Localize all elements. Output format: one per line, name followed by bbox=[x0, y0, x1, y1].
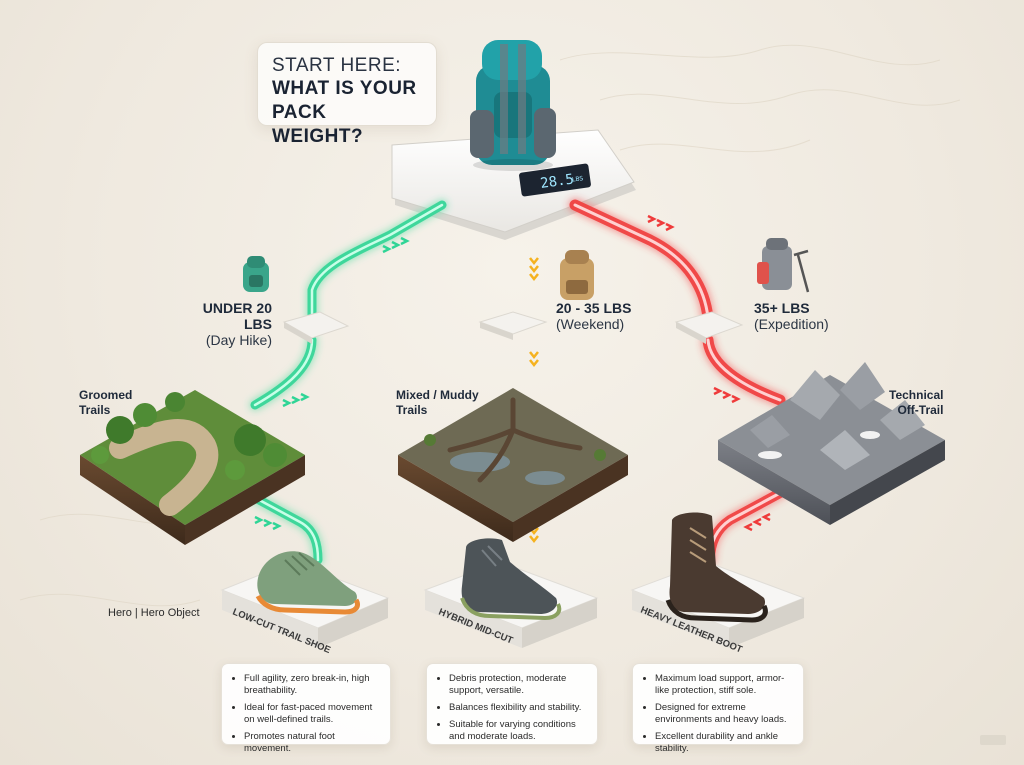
title-line-2: WHAT IS YOUR bbox=[272, 78, 417, 99]
bullet-item: Designed for extreme environments and he… bbox=[655, 702, 793, 726]
medium-backpack-icon bbox=[560, 250, 594, 300]
description-card-leather-boot: Maximum load support, armor-like protect… bbox=[632, 663, 804, 754]
low-cut-trail-shoe-icon bbox=[255, 551, 360, 615]
groomed-trail-terrain bbox=[80, 390, 305, 545]
description-card-low-cut: Full agility, zero break-in, high breath… bbox=[221, 663, 391, 754]
trip-type: (Weekend) bbox=[556, 316, 625, 332]
title-line-3: PACK WEIGHT? bbox=[272, 102, 364, 147]
small-backpack-icon bbox=[243, 256, 269, 292]
weight-label-under-20: UNDER 20 LBS (Day Hike) bbox=[176, 300, 272, 348]
scale-unit: LBS bbox=[572, 175, 584, 184]
expedition-backpack-icon bbox=[757, 238, 810, 293]
terrain-label-mixed: Mixed / Muddy Trails bbox=[396, 388, 479, 417]
muddy-trail-terrain bbox=[398, 388, 628, 542]
title-line-1: START HERE: bbox=[272, 55, 402, 76]
weight-label-20-35: 20 - 35 LBS (Weekend) bbox=[556, 300, 631, 332]
bullet-item: Full agility, zero break-in, high breath… bbox=[244, 673, 380, 697]
trip-type: (Expedition) bbox=[754, 316, 829, 332]
bullet-item: Promotes natural foot movement. bbox=[244, 731, 380, 755]
scale-readout: 28.5 bbox=[539, 171, 575, 192]
weight-heading: UNDER 20 LBS bbox=[202, 300, 272, 332]
backpack-icon bbox=[470, 40, 556, 171]
title-card: START HERE: WHAT IS YOUR PACK WEIGHT? bbox=[257, 42, 437, 147]
yellow-chevrons bbox=[529, 257, 539, 544]
topographic-background bbox=[19, 44, 961, 607]
red-chevrons bbox=[647, 214, 771, 532]
technical-rock-terrain bbox=[718, 362, 945, 525]
hero-object-label: Hero | Hero Object bbox=[108, 607, 200, 619]
red-path bbox=[569, 199, 787, 565]
bullet-item: Debris protection, moderate support, ver… bbox=[449, 673, 587, 697]
bullet-item: Maximum load support, armor-like protect… bbox=[655, 673, 793, 697]
bullet-item: Ideal for fast-paced movement on well-de… bbox=[244, 702, 380, 726]
bullet-item: Balances flexibility and stability. bbox=[449, 702, 587, 714]
weight-heading: 35+ LBS bbox=[754, 300, 810, 316]
bathroom-scale: 28.5 LBS bbox=[391, 129, 636, 240]
watermark-mark bbox=[980, 735, 1006, 745]
terrain-label-groomed: Groomed Trails bbox=[79, 388, 133, 417]
weight-heading: 20 - 35 LBS bbox=[556, 300, 632, 316]
bullet-item: Suitable for varying conditions and mode… bbox=[449, 719, 587, 743]
heavy-leather-boot-icon bbox=[665, 512, 768, 623]
scale-display: 28.5 LBS bbox=[519, 163, 591, 197]
junction-tiles bbox=[282, 311, 744, 344]
weight-label-35-plus: 35+ LBS (Expedition) bbox=[754, 300, 829, 332]
description-card-mid-cut: Debris protection, moderate support, ver… bbox=[426, 663, 598, 745]
green-chevrons bbox=[254, 236, 410, 531]
terrain-label-technical: Technical Off-Trail bbox=[889, 388, 944, 417]
hybrid-mid-cut-shoe-icon bbox=[460, 538, 562, 621]
trip-type: (Day Hike) bbox=[205, 332, 272, 348]
green-path bbox=[245, 200, 447, 565]
bullet-item: Excellent durability and ankle stability… bbox=[655, 731, 793, 755]
